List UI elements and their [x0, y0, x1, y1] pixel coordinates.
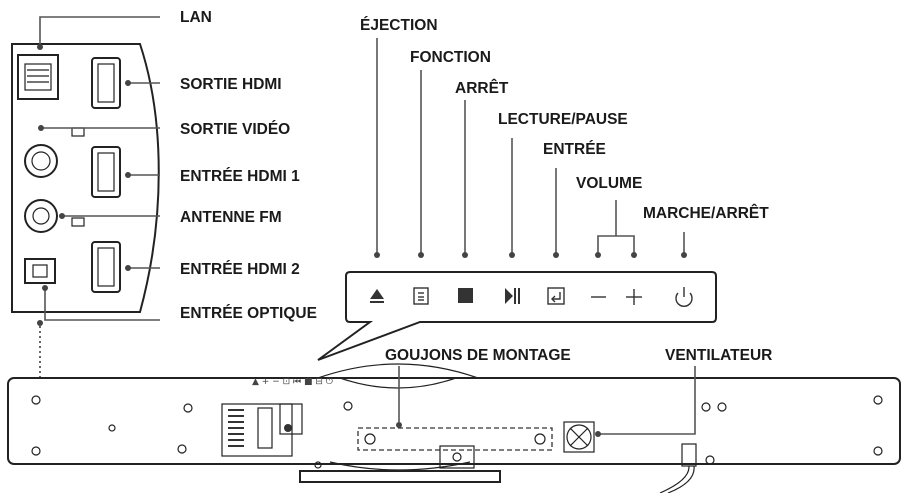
label-sortie-video: SORTIE VIDÉO [180, 121, 290, 138]
input-icon[interactable] [547, 287, 565, 305]
lan-port [17, 54, 59, 100]
power-cable [659, 443, 697, 493]
rear-panel [11, 43, 160, 313]
label-lan: LAN [180, 9, 212, 26]
label-ejection: ÉJECTION [360, 17, 438, 34]
function-icon[interactable] [413, 287, 429, 305]
rear-connector-block [221, 403, 303, 457]
fan-vent [563, 421, 595, 453]
label-entree: ENTRÉE [543, 141, 606, 158]
ventilateur-leader [600, 366, 696, 435]
fm-antenna-port [24, 199, 85, 233]
hdmi-in-1-port [91, 146, 121, 198]
label-arret: ARRÊT [455, 79, 509, 97]
label-entree-hdmi-2: ENTRÉE HDMI 2 [180, 261, 300, 278]
label-marche-arret: MARCHE/ARRÊT [643, 204, 769, 222]
label-fonction: FONCTION [410, 49, 491, 66]
top-marks: ▲ + − ⊡ ⏮ ■ ⊟ ⏻ [252, 376, 333, 387]
power-icon[interactable] [675, 287, 693, 307]
label-ventilateur: VENTILATEUR [665, 347, 772, 364]
eject-icon[interactable] [370, 289, 384, 303]
label-volume: VOLUME [576, 175, 642, 192]
stop-icon[interactable] [458, 288, 473, 303]
label-antenne-fm: ANTENNE FM [180, 209, 282, 226]
button-panel [317, 271, 717, 361]
label-lecture-pause: LECTURE/PAUSE [498, 111, 628, 128]
panel-leaders [37, 16, 160, 429]
hdmi-out-port [91, 57, 121, 109]
label-entree-optique: ENTRÉE OPTIQUE [180, 305, 317, 322]
play-pause-icon[interactable] [505, 288, 520, 304]
button-leaders [374, 38, 687, 258]
hdmi-in-2-port [91, 241, 121, 293]
label-goujons: GOUJONS DE MONTAGE [385, 347, 571, 364]
plus-icon[interactable] [626, 289, 642, 305]
optical-in-port [24, 258, 56, 284]
label-sortie-hdmi: SORTIE HDMI [180, 76, 282, 93]
soundbar-body: ▲ + − ⊡ ⏮ ■ ⊟ ⏻ [7, 363, 901, 493]
mounting-studs [357, 427, 553, 469]
label-entree-hdmi-1: ENTRÉE HDMI 1 [180, 168, 300, 185]
